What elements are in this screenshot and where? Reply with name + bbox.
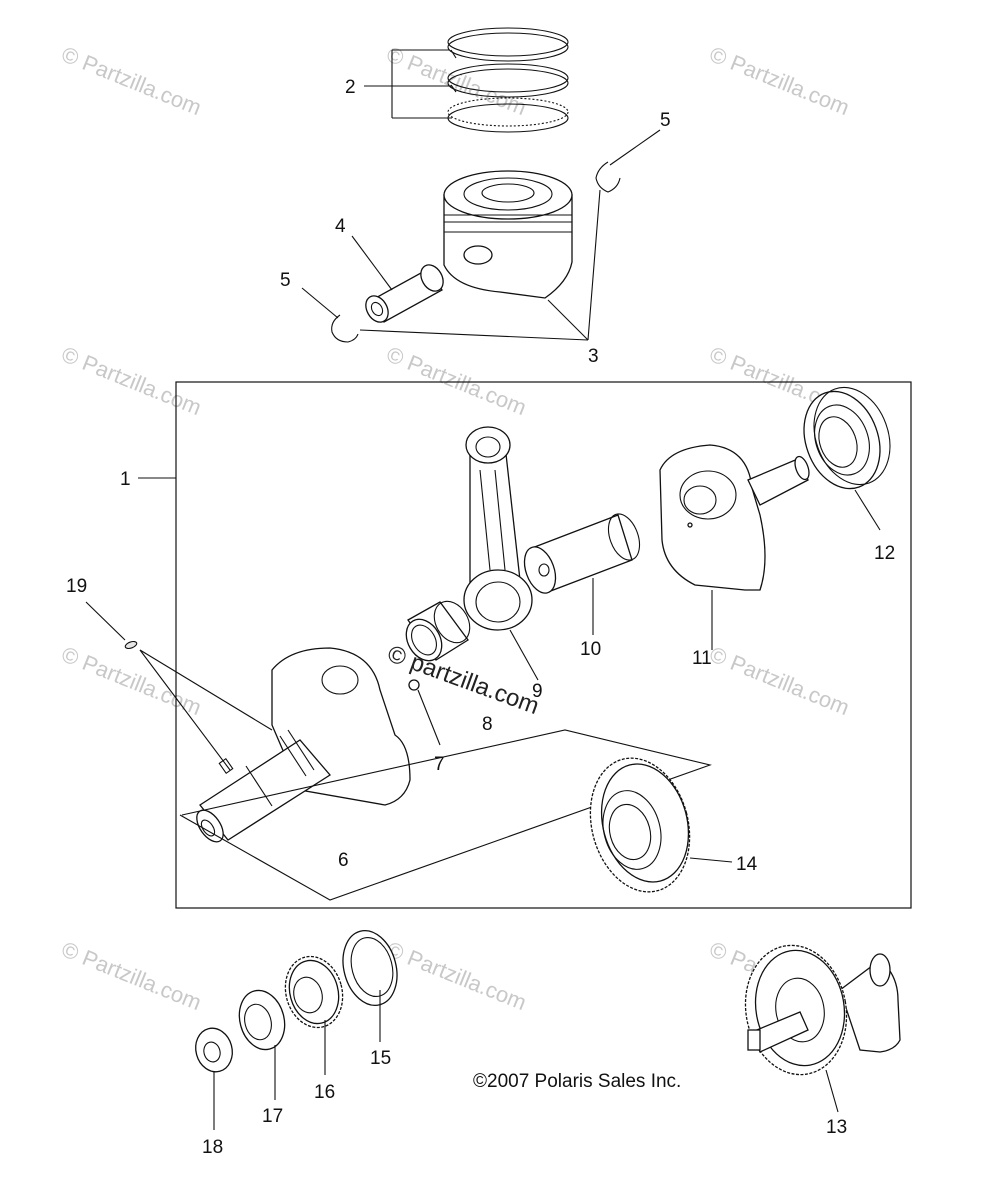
callout-labels: 1 2 3 4 5 5 6 7 8 9 10 11 12 13 14 15 16… — [66, 77, 895, 1158]
crankshaft-assembly-box — [175, 381, 912, 909]
callout-3[interactable]: 3 — [588, 346, 599, 367]
callout-8[interactable]: 8 — [482, 714, 493, 735]
drive-gear[interactable] — [576, 747, 733, 903]
leader-lines-top — [301, 49, 661, 341]
callout-1[interactable]: 1 — [120, 469, 131, 490]
watermark: © Partzilla.com — [58, 641, 205, 720]
watermark: © Partzilla.com — [383, 341, 530, 420]
callout-14[interactable]: 14 — [736, 854, 758, 875]
callout-2[interactable]: 2 — [345, 77, 356, 98]
crank-half-right[interactable] — [659, 444, 812, 650]
crank-pin[interactable] — [519, 510, 646, 635]
callout-15[interactable]: 15 — [370, 1048, 391, 1069]
callout-17[interactable]: 17 — [262, 1106, 283, 1127]
callout-13[interactable]: 13 — [826, 1117, 847, 1138]
crank-nut[interactable] — [191, 1024, 237, 1130]
woodruff-key[interactable] — [85, 601, 273, 771]
piston[interactable] — [443, 170, 573, 299]
watermark: © Partzilla.com — [383, 936, 530, 1015]
callout-19[interactable]: 19 — [66, 576, 87, 597]
callout-4[interactable]: 4 — [335, 216, 346, 237]
center-watermark: © partzilla.com — [384, 640, 543, 720]
thrust-washer[interactable] — [335, 925, 405, 1042]
copyright-notice: ©2007 Polaris Sales Inc. — [473, 1071, 681, 1092]
callout-10[interactable]: 10 — [580, 639, 601, 660]
watermark: © Partzilla.com — [58, 936, 205, 1015]
callout-5-left[interactable]: 5 — [280, 270, 291, 291]
ball-bearing-small[interactable] — [408, 679, 441, 746]
wrist-pin[interactable] — [361, 261, 447, 326]
timing-sprocket[interactable] — [278, 950, 351, 1075]
watermark: © Partzilla.com — [706, 641, 853, 720]
callout-16[interactable]: 16 — [314, 1082, 335, 1103]
watermark: © Partzilla.com — [383, 41, 530, 120]
main-bearing[interactable] — [791, 377, 903, 531]
callout-9[interactable]: 9 — [532, 681, 543, 702]
callout-6[interactable]: 6 — [338, 850, 349, 871]
callout-11[interactable]: 11 — [692, 648, 712, 669]
balance-shaft-gear[interactable] — [735, 937, 901, 1113]
circlips[interactable] — [331, 161, 621, 343]
crank-half-left[interactable] — [191, 647, 411, 846]
callout-7[interactable]: 7 — [434, 754, 445, 775]
watermark: © Partzilla.com — [706, 41, 853, 120]
needle-bearing[interactable] — [399, 595, 477, 667]
callout-5-top[interactable]: 5 — [660, 110, 671, 131]
callout-12[interactable]: 12 — [874, 543, 895, 564]
connecting-rod[interactable] — [463, 426, 539, 681]
watermark: © Partzilla.com — [58, 341, 205, 420]
lock-washer[interactable] — [233, 985, 291, 1100]
callout-18[interactable]: 18 — [202, 1137, 223, 1158]
watermark: © Partzilla.com — [58, 41, 205, 120]
